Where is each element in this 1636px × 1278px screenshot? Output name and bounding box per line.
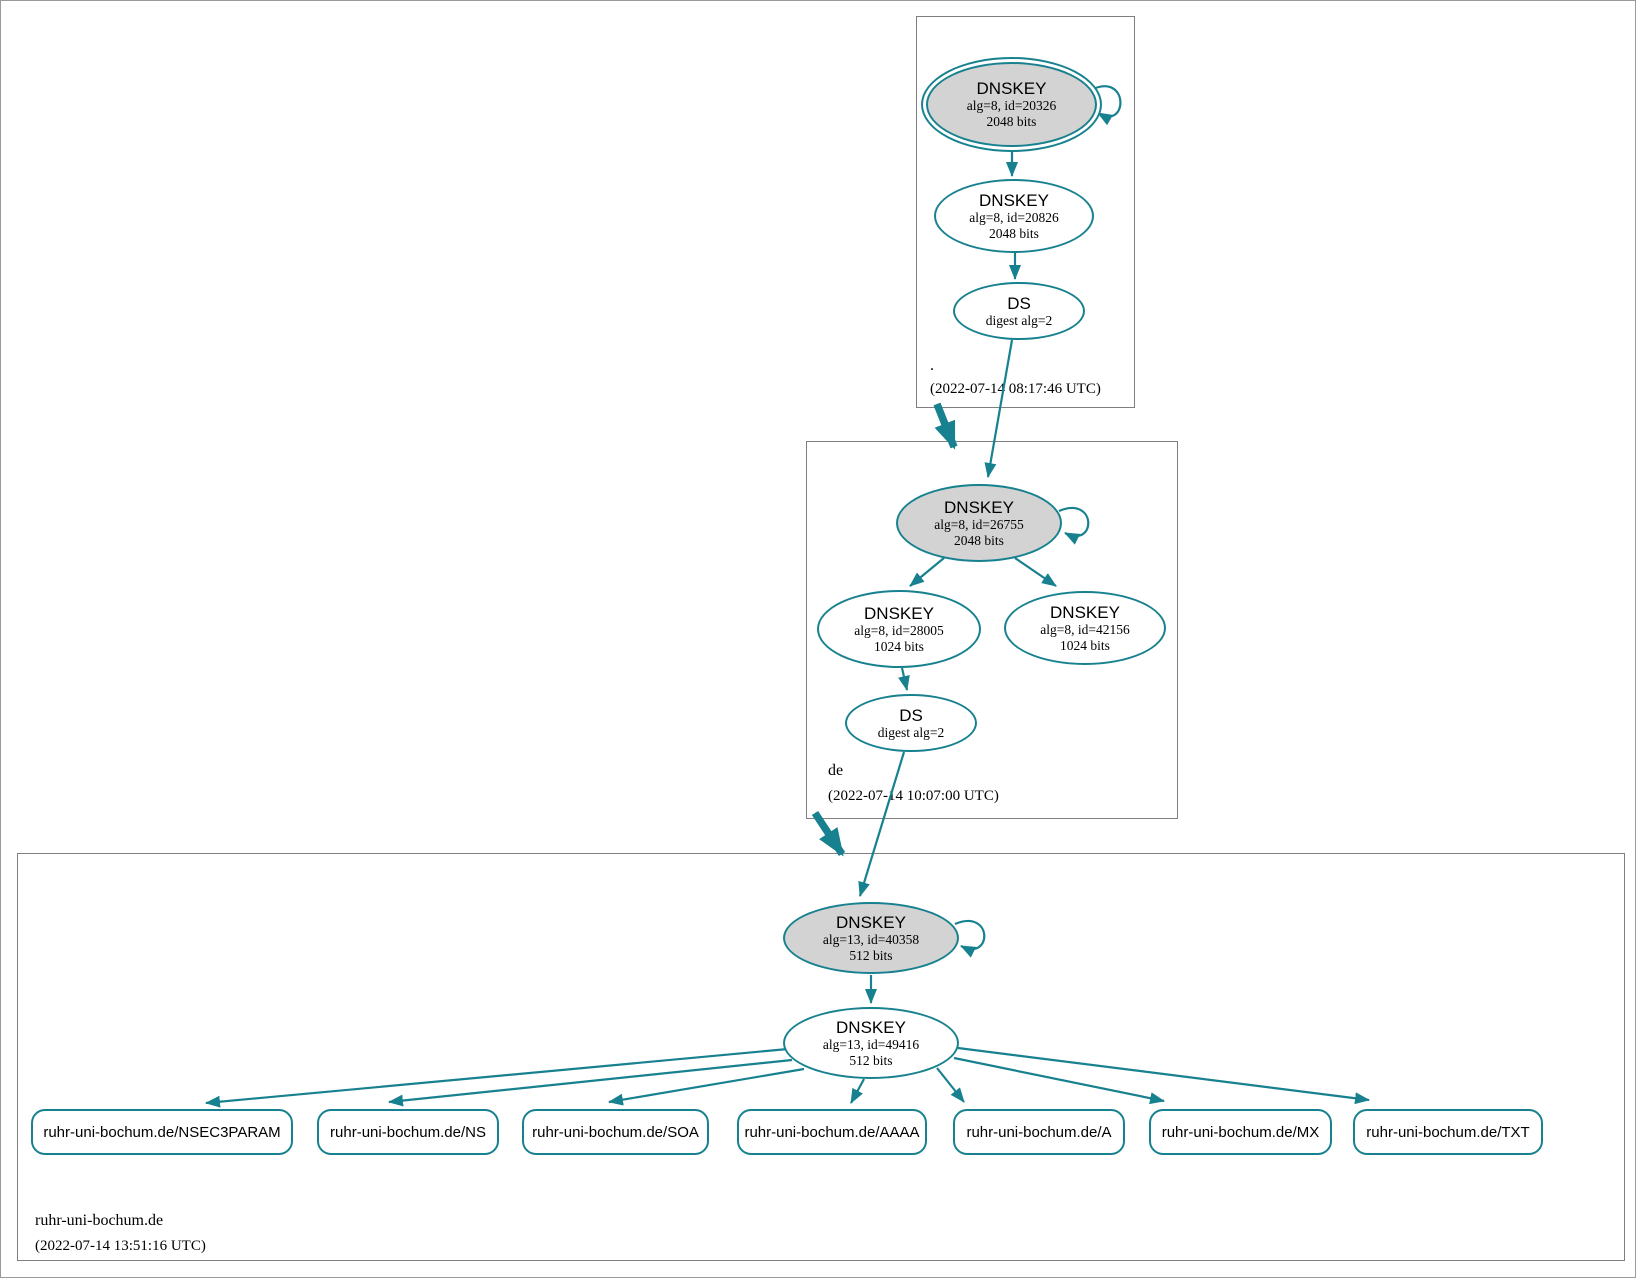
node-attr: 2048 bits xyxy=(989,225,1039,241)
node-attr: alg=13, id=49416 xyxy=(822,1036,920,1052)
node-attr: alg=8, id=20326 xyxy=(966,98,1057,113)
node-attr: alg=8, id=26755 xyxy=(934,516,1024,532)
rrset-a[interactable]: ruhr-uni-bochum.de/A xyxy=(953,1109,1125,1155)
node-attr: 1024 bits xyxy=(874,638,924,654)
dnskey-20326-node[interactable]: DNSKEY alg=8, id=20326 2048 bits xyxy=(921,57,1102,152)
node-attr: 2048 bits xyxy=(986,114,1037,129)
dnskey-42156-node[interactable]: DNSKEY alg=8, id=42156 1024 bits xyxy=(1004,591,1166,665)
dnskey-26755-node[interactable]: DNSKEY alg=8, id=26755 2048 bits xyxy=(896,484,1062,562)
zone-timestamp: (2022-07-14 10:07:00 UTC) xyxy=(828,788,999,804)
node-attr: 2048 bits xyxy=(954,532,1004,548)
node-attr: alg=13, id=40358 xyxy=(822,931,920,947)
node-attr: alg=8, id=28005 xyxy=(854,622,944,638)
node-title: DNSKEY xyxy=(1050,602,1120,622)
node-attr: digest alg=2 xyxy=(985,312,1053,328)
node-title: DNSKEY xyxy=(944,497,1014,517)
rrset-aaaa[interactable]: ruhr-uni-bochum.de/AAAA xyxy=(737,1109,927,1155)
node-attr: alg=8, id=20826 xyxy=(969,209,1059,225)
node-attr: digest alg=2 xyxy=(877,724,945,740)
node-attr: 512 bits xyxy=(849,947,893,963)
dnskey-20826-node[interactable]: DNSKEY alg=8, id=20826 2048 bits xyxy=(934,179,1094,253)
node-attr: 512 bits xyxy=(849,1052,893,1068)
zone-name-label: ruhr-uni-bochum.de xyxy=(35,1212,164,1229)
ds-de-node[interactable]: DS digest alg=2 xyxy=(845,694,977,752)
zone-timestamp: (2022-07-14 13:51:16 UTC) xyxy=(35,1238,206,1254)
node-attr: 1024 bits xyxy=(1060,637,1110,653)
rrset-txt[interactable]: ruhr-uni-bochum.de/TXT xyxy=(1353,1109,1543,1155)
edge-delegation-de-to-rub xyxy=(811,810,846,857)
ds-root-node[interactable]: DS digest alg=2 xyxy=(953,282,1085,340)
zone-name-label: . xyxy=(930,357,934,374)
dnskey-40358-node[interactable]: DNSKEY alg=13, id=40358 512 bits xyxy=(783,902,959,974)
node-attr: alg=8, id=42156 xyxy=(1040,621,1130,637)
rrset-ns[interactable]: ruhr-uni-bochum.de/NS xyxy=(317,1109,499,1155)
zone-name-label: de xyxy=(828,762,844,779)
node-title: DS xyxy=(899,705,923,725)
node-title: DNSKEY xyxy=(864,603,934,623)
node-title: DNSKEY xyxy=(836,1017,906,1037)
dnskey-20326-inner: DNSKEY alg=8, id=20326 2048 bits xyxy=(926,62,1097,147)
node-title: DS xyxy=(1007,293,1031,313)
rrset-nsec3param[interactable]: ruhr-uni-bochum.de/NSEC3PARAM xyxy=(31,1109,293,1155)
rrset-soa[interactable]: ruhr-uni-bochum.de/SOA xyxy=(522,1109,709,1155)
node-title: DNSKEY xyxy=(979,190,1049,210)
zone-timestamp: (2022-07-14 08:17:46 UTC) xyxy=(930,381,1101,397)
dnskey-28005-node[interactable]: DNSKEY alg=8, id=28005 1024 bits xyxy=(817,590,981,668)
node-title: DNSKEY xyxy=(976,79,1047,98)
rrset-mx[interactable]: ruhr-uni-bochum.de/MX xyxy=(1149,1109,1332,1155)
dnskey-49416-node[interactable]: DNSKEY alg=13, id=49416 512 bits xyxy=(783,1007,959,1079)
node-title: DNSKEY xyxy=(836,912,906,932)
